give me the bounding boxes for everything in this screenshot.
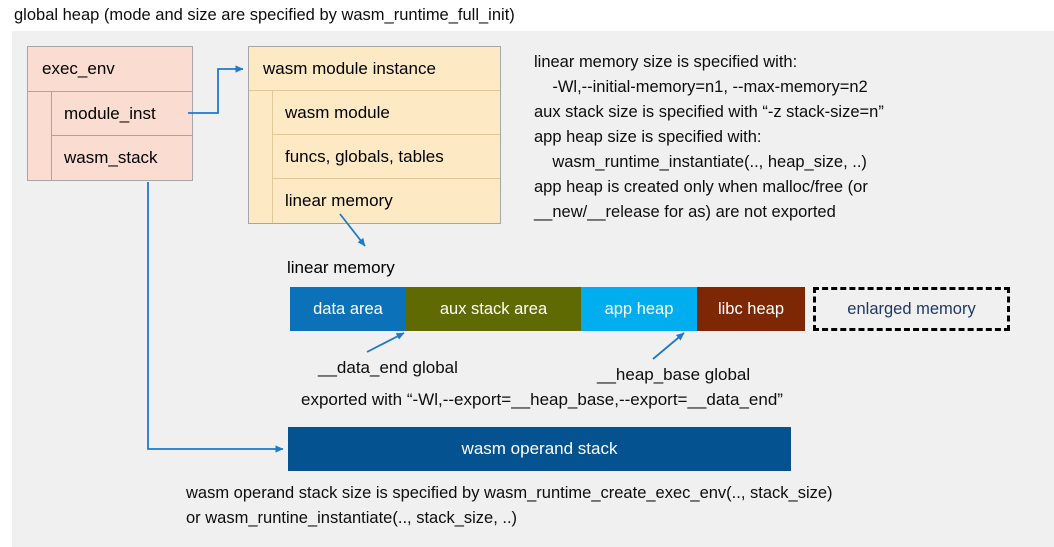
memory-segment-data-area: data area [290, 287, 406, 331]
data-end-callout-label: __data_end global [318, 358, 458, 377]
memory-segment-app-heap: app heap [581, 287, 697, 331]
exec-env-field-wasm-stack: wasm_stack [64, 148, 158, 167]
module-instance-header: wasm module instance [249, 47, 500, 91]
page-title: global heap (mode and size are specified… [14, 6, 515, 24]
linear-memory-notes: linear memory size is specified with: -W… [534, 53, 884, 221]
linear-memory-band-label: linear memory [287, 258, 395, 277]
module-instance-field-linear-memory: linear memory [285, 191, 393, 210]
exec-env-box: exec_env module_inst wasm_stack [27, 46, 193, 181]
heap-base-callout-label: __heap_base global [597, 365, 751, 384]
exec-env-field-module-inst: module_inst [52, 92, 192, 136]
wasm-module-instance-box: wasm module instance wasm module funcs, … [248, 46, 501, 224]
module-instance-fields: wasm module funcs, globals, tables linea… [249, 91, 500, 223]
exec-env-fields: module_inst wasm_stack [28, 92, 192, 180]
operand-stack-size-note: wasm operand stack size is specified by … [186, 484, 833, 527]
exec-env-gutter [28, 92, 52, 180]
linear-memory-band: data area aux stack area app heap libc h… [290, 287, 1010, 331]
module-instance-field-funcs-globals-tables: funcs, globals, tables [273, 135, 500, 179]
memory-segment-libc-heap: libc heap [697, 287, 805, 331]
module-instance-field-list: wasm module funcs, globals, tables linea… [273, 91, 500, 223]
module-instance-field-wasm-module: wasm module [273, 91, 500, 135]
export-flags-note: exported with “-Wl,--export=__heap_base,… [301, 390, 783, 409]
exec-env-header: exec_env [28, 47, 192, 92]
memory-segment-enlarged-memory: enlarged memory [813, 287, 1010, 331]
exec-env-field-list: module_inst wasm_stack [52, 92, 192, 180]
module-instance-gutter [249, 91, 273, 223]
memory-segment-aux-stack-area: aux stack area [406, 287, 581, 331]
wasm-operand-stack-box: wasm operand stack [288, 427, 791, 471]
